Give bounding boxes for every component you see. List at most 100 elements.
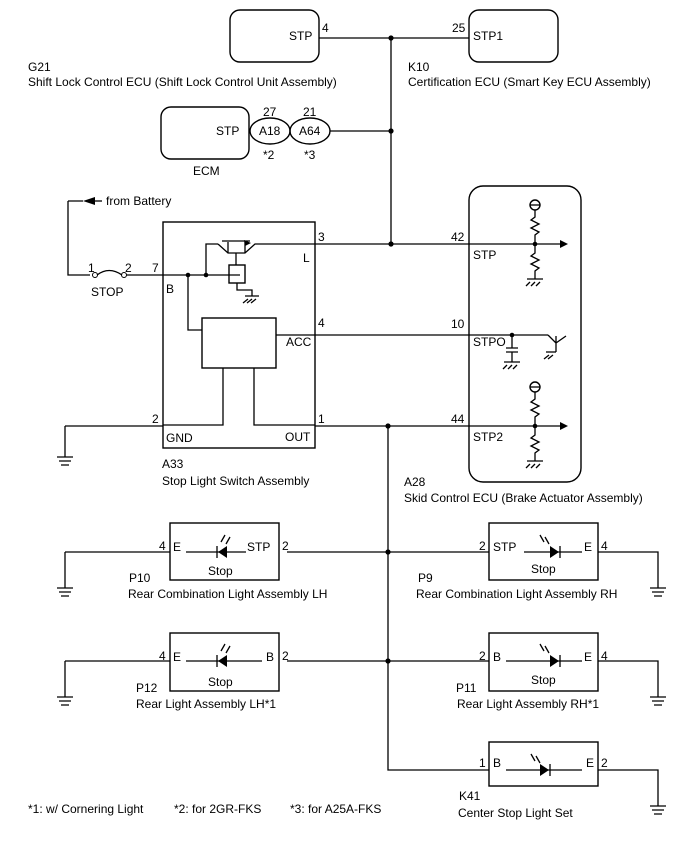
k41-pin-left: 1: [479, 756, 486, 770]
junction-p12-p11: [385, 658, 391, 664]
p9-name: Rear Combination Light Assembly RH: [416, 587, 617, 601]
wire-p10-ground: [64, 551, 170, 588]
a33-terminal-acc: ACC: [286, 335, 312, 349]
ground-icon-p11: [650, 696, 666, 706]
ground-icon-k41: [650, 805, 666, 815]
ecm-box: [160, 106, 250, 160]
battery-label: from Battery: [106, 194, 171, 208]
k41-terminal-right: E: [586, 756, 594, 770]
junction-p10-p9: [385, 549, 391, 555]
wire-k41-ground: [598, 769, 659, 806]
p12-name: Rear Light Assembly LH*1: [136, 697, 276, 711]
g21-shift-lock-ecu: STP 4 G21 Shift Lock Control ECU (Shift …: [28, 9, 337, 89]
ground-icon-a33: [57, 456, 73, 466]
a33-terminal-out: OUT: [285, 430, 311, 444]
ecm-note-2: *2: [263, 148, 275, 162]
p11-terminal-right: E: [584, 650, 592, 664]
a28-terminal-stp: STP: [473, 248, 496, 262]
p9-terminal-right: E: [584, 540, 592, 554]
wire-a33-gnd: [64, 425, 163, 457]
k41-box: [488, 741, 599, 787]
junction-ecm: [388, 128, 394, 134]
battery-feed: from Battery 1 2 STOP: [67, 194, 171, 299]
a28-code: A28: [404, 475, 426, 489]
a28-pin-42: 42: [451, 230, 465, 244]
g21-code: G21: [28, 60, 51, 74]
a28-terminal-stpo: STPO: [473, 335, 506, 349]
p9-pin-left: 2: [479, 539, 486, 553]
a33-terminal-l: L: [303, 251, 310, 265]
p12-terminal-right: B: [266, 650, 274, 664]
p12-rear-light-lh: 4 E B 2 Stop P12 Rear Light Assembly LH*…: [136, 632, 289, 711]
ecm-note-3: *3: [304, 148, 316, 162]
led-icon: [540, 764, 549, 776]
wire-p11-ground: [598, 660, 659, 697]
fuse-pin-1: 1: [88, 261, 95, 275]
ground-icon: [502, 361, 520, 370]
p12-code: P12: [136, 681, 158, 695]
a33-terminal-gnd: GND: [166, 431, 193, 445]
footnote-2: *2: for 2GR-FKS: [174, 802, 261, 816]
ecm: STP ECM A18 A64 27 21 *2 *3: [160, 105, 331, 178]
p10-pin-right: 2: [282, 539, 289, 553]
led-icon: [218, 546, 227, 558]
connector-a18-label: A18: [259, 124, 281, 138]
g21-box: [229, 9, 320, 63]
p10-terminal-left: E: [173, 540, 181, 554]
ground-icon: [525, 278, 543, 287]
p9-bulb-label: Stop: [531, 562, 556, 576]
p11-name: Rear Light Assembly RH*1: [457, 697, 599, 711]
a33-pin-3: 3: [318, 230, 325, 244]
a33-pin-1: 1: [318, 412, 325, 426]
led-icon: [550, 655, 559, 667]
a28-box: [468, 185, 582, 483]
p12-bulb-label: Stop: [208, 675, 233, 689]
p10-bulb-label: Stop: [208, 564, 233, 578]
ecm-terminal-stp: STP: [216, 124, 239, 138]
p10-name: Rear Combination Light Assembly LH: [128, 587, 327, 601]
k41-code: K41: [459, 789, 481, 803]
a28-skid-control-ecu: 42 STP 10 STPO 44 STP2 A28 Skid Control …: [404, 185, 643, 505]
wire-p9-ground: [598, 551, 659, 588]
led-icon: [218, 655, 227, 667]
p9-terminal-left: STP: [493, 540, 516, 554]
p11-pin-left: 2: [479, 649, 486, 663]
k41-pin-right: 2: [601, 756, 608, 770]
a33-stop-light-switch: 7 B 3 L 4 ACC 2 GND 1 OUT A33 Stop Light…: [152, 221, 391, 488]
p11-pin-right: 4: [601, 649, 608, 663]
wire-p12-ground: [64, 660, 170, 697]
p10-pin-left: 4: [159, 539, 166, 553]
p9-rear-combination-light-rh: 2 STP E 4 Stop P9 Rear Combination Light…: [416, 522, 617, 601]
ground-icon: [525, 460, 543, 469]
ground-icon-p10: [57, 587, 73, 597]
p12-pin-right: 2: [282, 649, 289, 663]
a33-control-block: [201, 317, 277, 369]
footnote-1: *1: w/ Cornering Light: [28, 802, 144, 816]
resistor-icon: [529, 244, 541, 279]
a28-pin-10: 10: [451, 317, 465, 331]
g21-name: Shift Lock Control ECU (Shift Lock Contr…: [28, 75, 337, 89]
ecm-pin-21: 21: [303, 105, 317, 119]
footnote-3: *3: for A25A-FKS: [290, 802, 381, 816]
resistor-icon: [529, 392, 541, 426]
a33-pin-2: 2: [152, 412, 159, 426]
transistor-icon: [547, 334, 567, 352]
p10-code: P10: [129, 571, 151, 585]
p11-code: P11: [456, 681, 477, 695]
a33-name: Stop Light Switch Assembly: [162, 474, 309, 488]
g21-terminal-stp: STP: [289, 29, 312, 43]
ecm-pin-27: 27: [263, 105, 277, 119]
ground-icon-p9: [650, 587, 666, 597]
k10-name: Certification ECU (Smart Key ECU Assembl…: [408, 75, 651, 89]
p11-bulb-label: Stop: [531, 673, 556, 687]
fuse-label-stop: STOP: [91, 285, 123, 299]
connector-a64-label: A64: [299, 124, 321, 138]
ground-icon-p12: [57, 696, 73, 706]
junction-top: [388, 35, 394, 41]
p10-terminal-right: STP: [247, 540, 270, 554]
k10-box: [468, 9, 559, 63]
p11-terminal-left: B: [493, 650, 501, 664]
p9-pin-right: 4: [601, 539, 608, 553]
k10-code: K10: [408, 60, 430, 74]
p9-code: P9: [418, 571, 433, 585]
